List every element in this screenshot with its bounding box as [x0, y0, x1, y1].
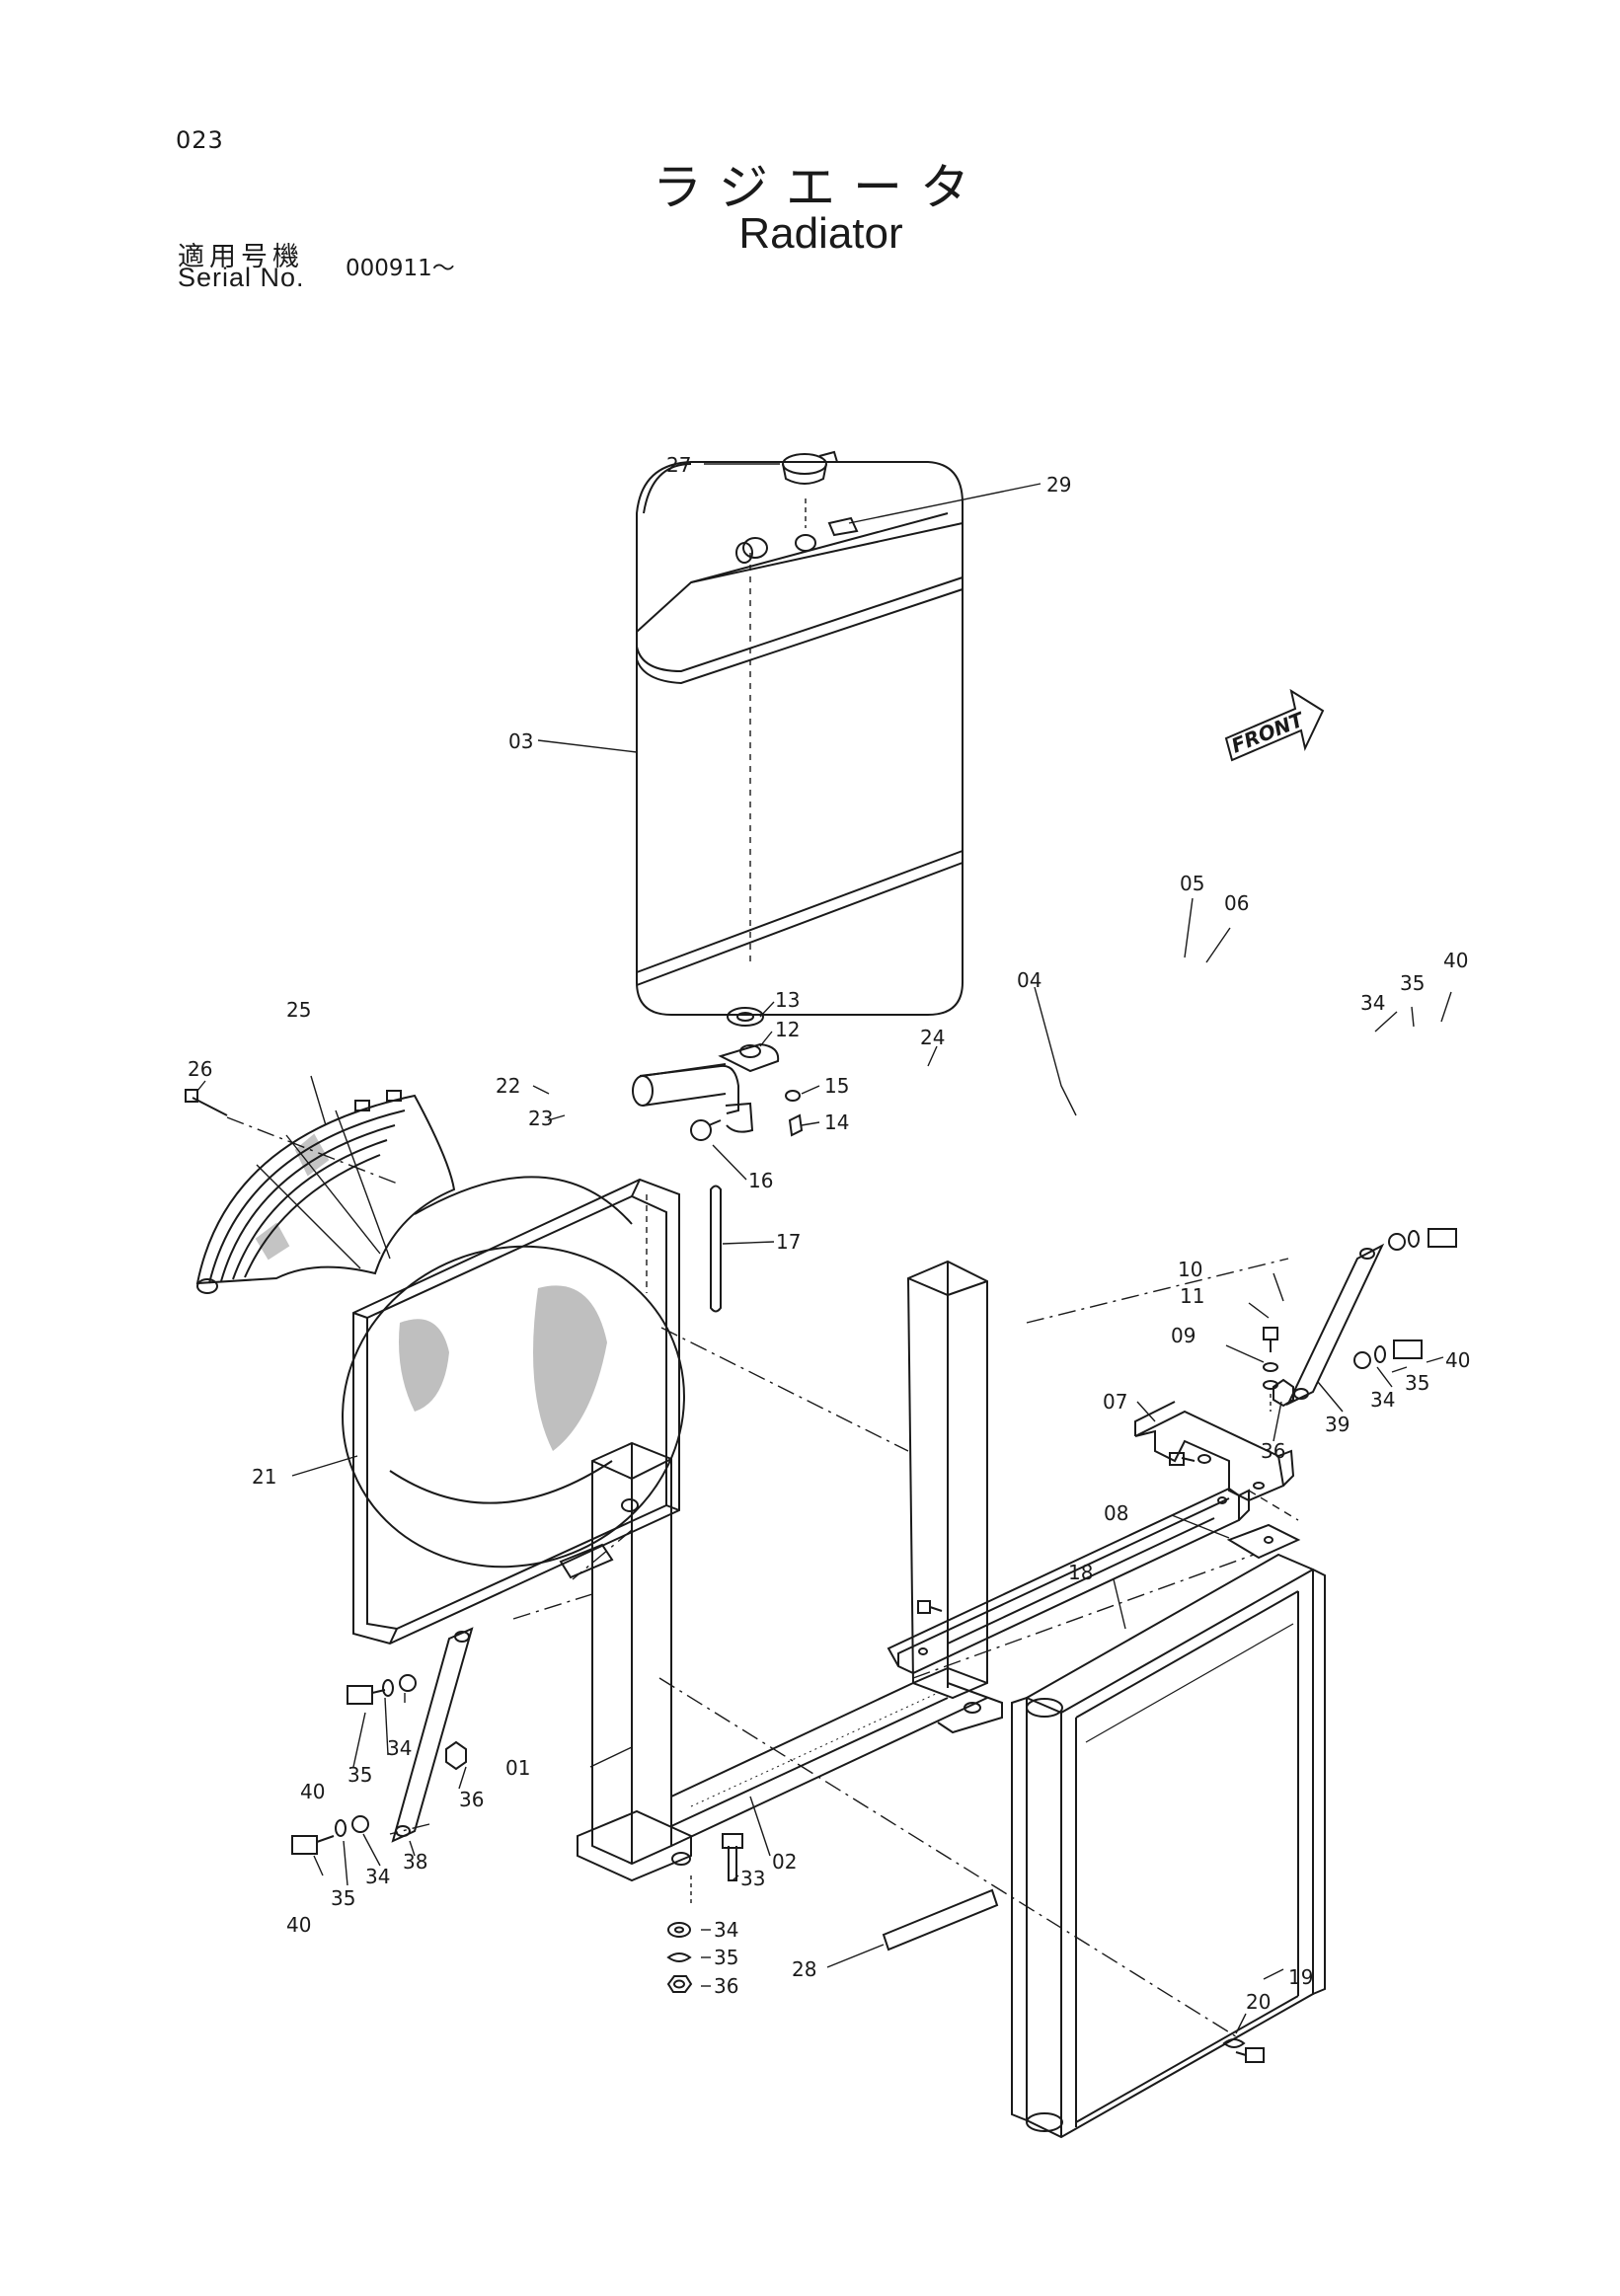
callout-15: 15 — [824, 1074, 849, 1098]
front-label: FRONT — [1228, 707, 1308, 757]
serial-label-english: Serial No. — [178, 263, 305, 292]
callout-19: 19 — [1288, 1965, 1313, 1989]
callout-13: 13 — [775, 988, 800, 1012]
fasteners-stay-right — [1353, 1228, 1457, 1369]
fan-shroud — [342, 1176, 685, 1645]
callout-23: 23 — [528, 1107, 553, 1130]
callout-24: 24 — [920, 1026, 945, 1049]
assembly-centerlines — [226, 1116, 1289, 2039]
callout-27: 27 — [666, 453, 691, 477]
callout-01: 01 — [505, 1756, 530, 1780]
callout-11: 11 — [1180, 1284, 1204, 1308]
callout-10: 10 — [1178, 1258, 1202, 1281]
callout-12: 12 — [775, 1018, 800, 1041]
stay-right — [1273, 1243, 1385, 1408]
water-outlet-pipe — [632, 1007, 804, 1313]
callout-40-mid: 40 — [1445, 1348, 1470, 1372]
fan-guard — [195, 1090, 456, 1294]
support-frame — [559, 1260, 1003, 1905]
callout-33: 33 — [740, 1867, 765, 1890]
leader-lines — [196, 463, 1452, 2034]
seal-rubber — [882, 1888, 999, 1952]
callout-16: 16 — [748, 1169, 773, 1192]
callout-34-left-top: 34 — [387, 1736, 412, 1760]
stay-left — [391, 1627, 474, 1843]
callout-28: 28 — [792, 1957, 816, 1981]
page-title-japanese: ラジエータ — [653, 159, 987, 216]
bolt — [722, 1833, 743, 1881]
callout-06: 06 — [1224, 891, 1249, 915]
serial-number-range: 000911～ — [346, 256, 455, 281]
callout-36-left: 36 — [459, 1788, 484, 1811]
shim-plate — [1226, 1523, 1301, 1560]
callout-40-top: 40 — [1443, 949, 1468, 972]
callout-20: 20 — [1246, 1990, 1271, 2014]
callout-09: 09 — [1171, 1324, 1196, 1347]
callout-40-left-top: 40 — [300, 1780, 325, 1803]
callout-22: 22 — [496, 1074, 520, 1098]
oil-cooler — [1011, 1553, 1326, 2139]
radiator-core — [636, 461, 964, 1016]
callout-34-mid: 34 — [1370, 1388, 1395, 1412]
callout-40-left-bottom: 40 — [286, 1913, 311, 1937]
callout-36-bottom: 36 — [714, 1974, 738, 1998]
page-number: 023 — [176, 126, 224, 154]
mounting-strap — [887, 1487, 1299, 1675]
callout-07: 07 — [1103, 1390, 1127, 1414]
callout-17: 17 — [776, 1230, 801, 1254]
callout-03: 03 — [508, 729, 533, 753]
callout-36-right: 36 — [1261, 1439, 1285, 1463]
callout-02: 02 — [772, 1850, 797, 1874]
front-direction-arrow: FRONT — [1224, 688, 1325, 762]
callout-21: 21 — [252, 1465, 276, 1489]
callout-08: 08 — [1104, 1501, 1128, 1525]
page-title-english: Radiator — [738, 209, 903, 258]
callout-18: 18 — [1068, 1561, 1093, 1584]
bolts-strap — [917, 1452, 1211, 1614]
callout-35-bottom: 35 — [714, 1946, 738, 1969]
screw-washer — [1222, 2038, 1265, 2063]
callout-25: 25 — [286, 998, 311, 1022]
bolt-washers — [1263, 1327, 1278, 1412]
washer-stack — [666, 1922, 693, 1993]
callout-labels: 27 29 03 13 12 15 14 16 17 25 26 22 23 2… — [188, 453, 1470, 2014]
callout-35-left-top: 35 — [347, 1763, 372, 1787]
callout-38: 38 — [403, 1850, 427, 1874]
callout-34-top: 34 — [1360, 991, 1385, 1015]
bolt — [185, 1089, 228, 1116]
callout-14: 14 — [824, 1110, 849, 1134]
callout-39: 39 — [1325, 1413, 1350, 1436]
callout-35-mid: 35 — [1405, 1371, 1429, 1395]
callout-34-left-bottom: 34 — [365, 1865, 390, 1888]
callout-35-left-bottom: 35 — [331, 1886, 355, 1910]
callout-35-top: 35 — [1400, 971, 1425, 995]
serial-label-japanese: 適用号機 — [178, 242, 304, 272]
callout-04: 04 — [1017, 968, 1041, 992]
callout-34-bottom: 34 — [714, 1918, 738, 1942]
bracket — [1134, 1401, 1295, 1502]
callout-05: 05 — [1180, 872, 1204, 895]
fasteners-stay-left — [291, 1674, 417, 1855]
callout-26: 26 — [188, 1057, 212, 1081]
radiator-cap — [782, 450, 838, 485]
callout-29: 29 — [1046, 473, 1071, 497]
